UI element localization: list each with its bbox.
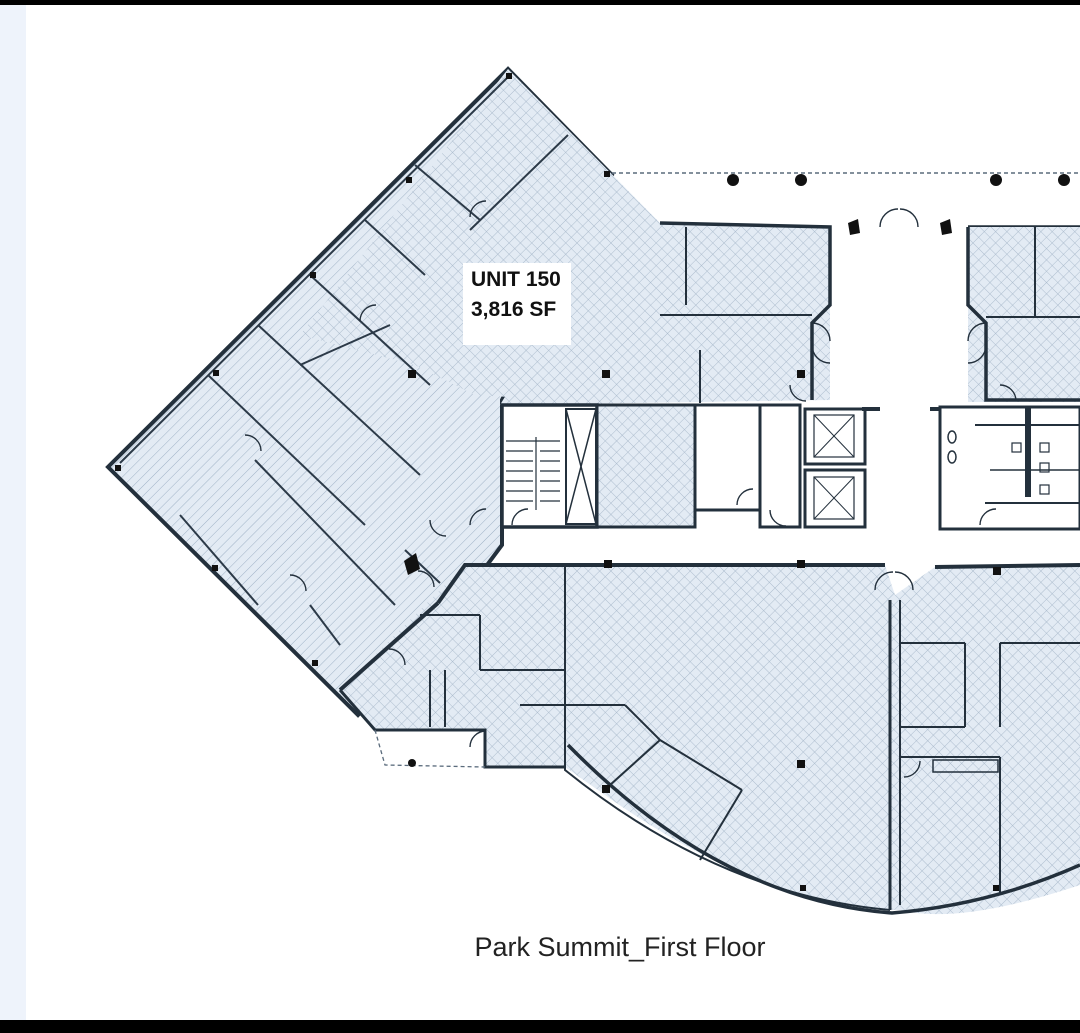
unit-area: 3,816 SF <box>471 298 557 321</box>
bottom-bar <box>0 1020 1080 1033</box>
floor-plan-drawing <box>105 66 1080 915</box>
floor-caption: Park Summit_First Floor <box>474 932 766 962</box>
image-viewer: UNIT 150 3,816 SF Park Summit_First Floo… <box>0 5 1080 1020</box>
column-marker-icon <box>115 73 1070 891</box>
caption-container: Park Summit_First Floor <box>0 5 1080 1020</box>
unit-label: UNIT 150 3,816 SF <box>463 263 571 345</box>
building-core <box>500 403 1080 531</box>
stair-icon <box>506 437 560 510</box>
elevator-icon <box>803 407 867 529</box>
lower-suite <box>338 563 1080 915</box>
restroom-fixture-icon <box>938 405 1080 531</box>
door-swing-icon <box>244 200 1017 778</box>
upper-core-area <box>500 172 1080 405</box>
unit-name: UNIT 150 <box>471 268 561 291</box>
viewer-left-edge <box>0 5 26 1020</box>
